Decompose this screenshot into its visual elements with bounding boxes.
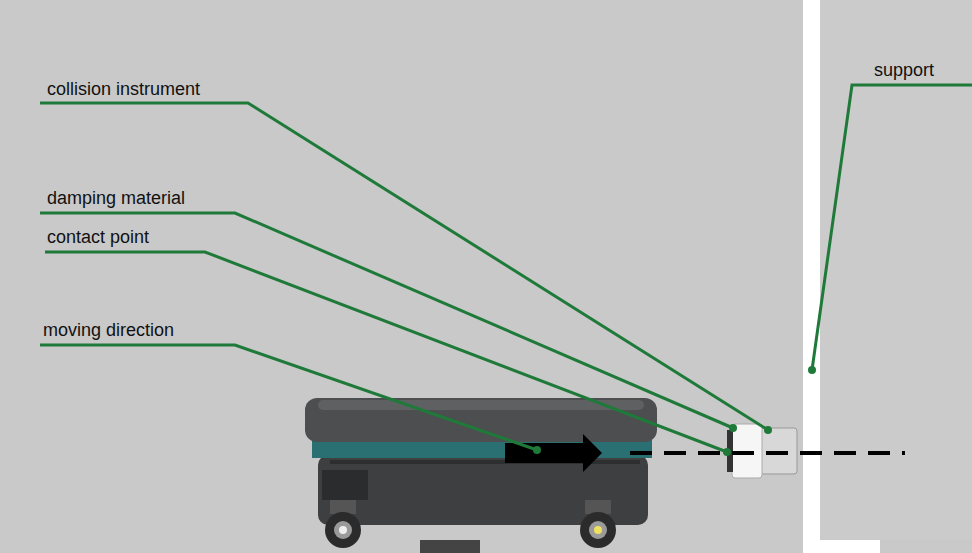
wall-body [820, 0, 972, 540]
leader-line [40, 345, 537, 450]
leader-dots [533, 366, 816, 456]
direction-arrow-head [583, 434, 602, 472]
leader-lines [40, 85, 972, 452]
part-label: support [874, 60, 934, 80]
part-label: collision instrument [47, 79, 200, 99]
floor-edge [820, 540, 880, 553]
support-wall [803, 0, 820, 553]
caster-wheel [580, 500, 616, 548]
leader-line [812, 85, 972, 370]
leader-line [45, 252, 727, 452]
leader-line [40, 103, 768, 430]
caster-wheel [325, 500, 361, 548]
direction-arrow [505, 443, 583, 463]
axis-line [630, 451, 905, 455]
part-label: damping material [47, 188, 185, 208]
robot [305, 398, 657, 553]
part-label: moving direction [43, 320, 174, 340]
part-label: contact point [47, 227, 149, 247]
